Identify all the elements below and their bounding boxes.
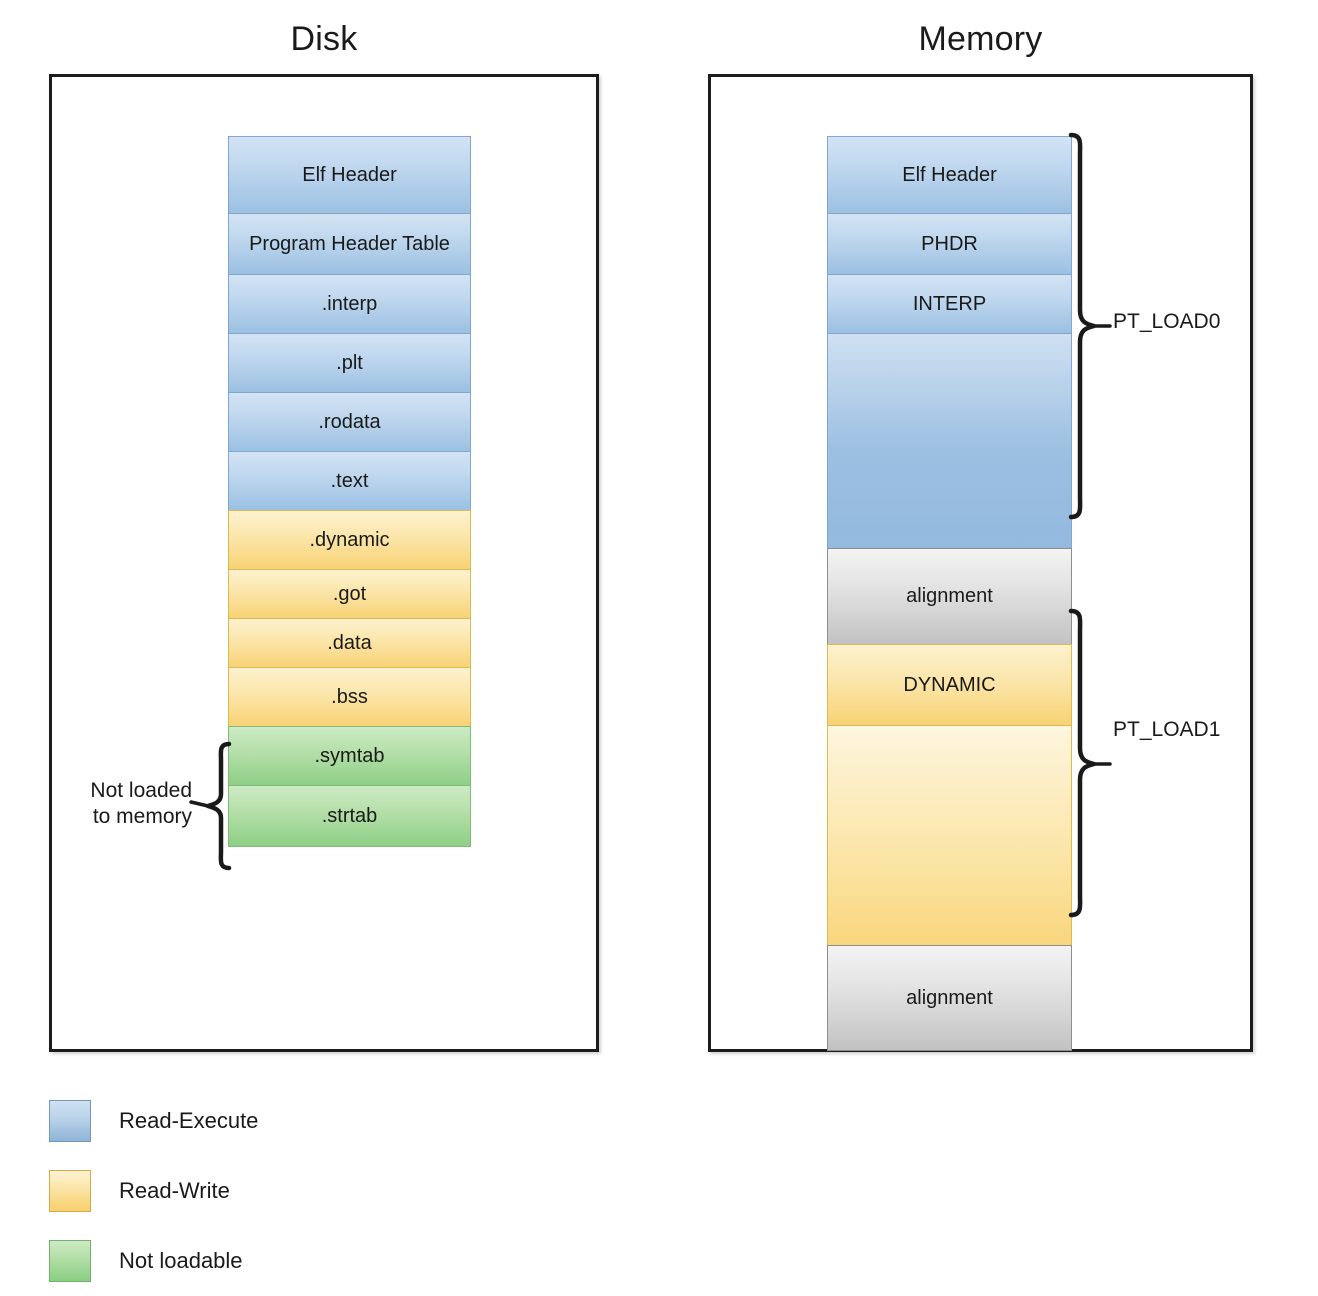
- disk-segment-label: .symtab: [314, 744, 385, 767]
- disk-segment-strtab: .strtab: [228, 785, 471, 847]
- memory-segment-label: alignment: [906, 585, 993, 607]
- pt-load1-label: PT_LOAD1: [1113, 718, 1221, 741]
- memory-segment-stack: Elf Header PHDR INTERP alignment DYNAMIC…: [827, 136, 1072, 1051]
- memory-segment-dynamic: DYNAMIC: [827, 644, 1072, 726]
- legend-swatch-read-execute: [49, 1100, 91, 1142]
- memory-segment-label: alignment: [906, 986, 993, 1009]
- legend-label: Read-Execute: [119, 1108, 259, 1133]
- disk-segment-elf-header: Elf Header: [228, 136, 471, 214]
- disk-segment-label: .interp: [321, 292, 378, 315]
- memory-segment-alignment-bottom: alignment: [827, 945, 1072, 1051]
- memory-segment-load1-filler: [827, 725, 1072, 946]
- disk-segment-label: .dynamic: [309, 528, 390, 551]
- memory-segment-elf-header: Elf Header: [827, 136, 1072, 214]
- disk-panel-title: Disk: [290, 20, 358, 58]
- legend-item-not-loadable: Not loadable: [49, 1226, 469, 1296]
- not-loaded-annotation: Not loaded to memory: [40, 778, 192, 831]
- disk-segment-label: .bss: [331, 685, 368, 708]
- disk-segment-interp: .interp: [228, 274, 471, 334]
- legend-label: Not loadable: [119, 1248, 243, 1273]
- memory-segment-label: DYNAMIC: [903, 673, 996, 696]
- legend-swatch-read-write: [49, 1170, 91, 1212]
- disk-segment-data: .data: [228, 618, 471, 668]
- disk-segment-got: .got: [228, 569, 471, 619]
- not-loaded-line-2: to memory: [92, 805, 192, 829]
- memory-segment-label: INTERP: [912, 292, 987, 315]
- pt-load1-brace: [1068, 608, 1112, 920]
- memory-segment-label: PHDR: [921, 232, 978, 255]
- legend-item-read-write: Read-Write: [49, 1156, 469, 1226]
- not-loaded-brace: [189, 741, 232, 871]
- disk-segment-label: Elf Header: [302, 163, 397, 186]
- disk-segment-label: Program Header Table: [249, 232, 450, 255]
- disk-segment-label: .got: [332, 582, 367, 605]
- disk-segment-text: .text: [228, 451, 471, 511]
- memory-panel-title: Memory: [918, 20, 1043, 58]
- legend-label: Read-Write: [119, 1178, 230, 1203]
- disk-segment-label: .plt: [336, 351, 363, 374]
- disk-segment-rodata: .rodata: [228, 392, 471, 452]
- disk-segment-symtab: .symtab: [228, 726, 471, 786]
- pt-load0-brace: [1068, 132, 1112, 522]
- legend-swatch-not-loadable: [49, 1240, 91, 1282]
- legend: Read-Execute Read-Write Not loadable: [49, 1086, 469, 1296]
- memory-segment-phdr: PHDR: [827, 213, 1072, 275]
- memory-segment-interp: INTERP: [827, 274, 1072, 334]
- disk-segment-plt: .plt: [228, 333, 471, 393]
- not-loaded-line-1: Not loaded: [90, 779, 192, 802]
- memory-segment-label: Elf Header: [902, 163, 997, 186]
- memory-segment-alignment-top: alignment: [827, 548, 1072, 645]
- disk-segment-bss: .bss: [228, 667, 471, 727]
- disk-segment-label: .data: [327, 631, 372, 654]
- disk-segment-dynamic: .dynamic: [228, 510, 471, 570]
- legend-item-read-execute: Read-Execute: [49, 1086, 469, 1156]
- disk-segment-label: .text: [330, 469, 369, 492]
- disk-segment-label: .strtab: [321, 804, 378, 827]
- disk-segment-stack: Elf Header Program Header Table .interp …: [228, 136, 471, 847]
- memory-segment-load0-filler: [827, 333, 1072, 549]
- pt-load0-label: PT_LOAD0: [1113, 310, 1221, 333]
- disk-segment-program-header-table: Program Header Table: [228, 213, 471, 275]
- disk-segment-label: .rodata: [318, 410, 381, 433]
